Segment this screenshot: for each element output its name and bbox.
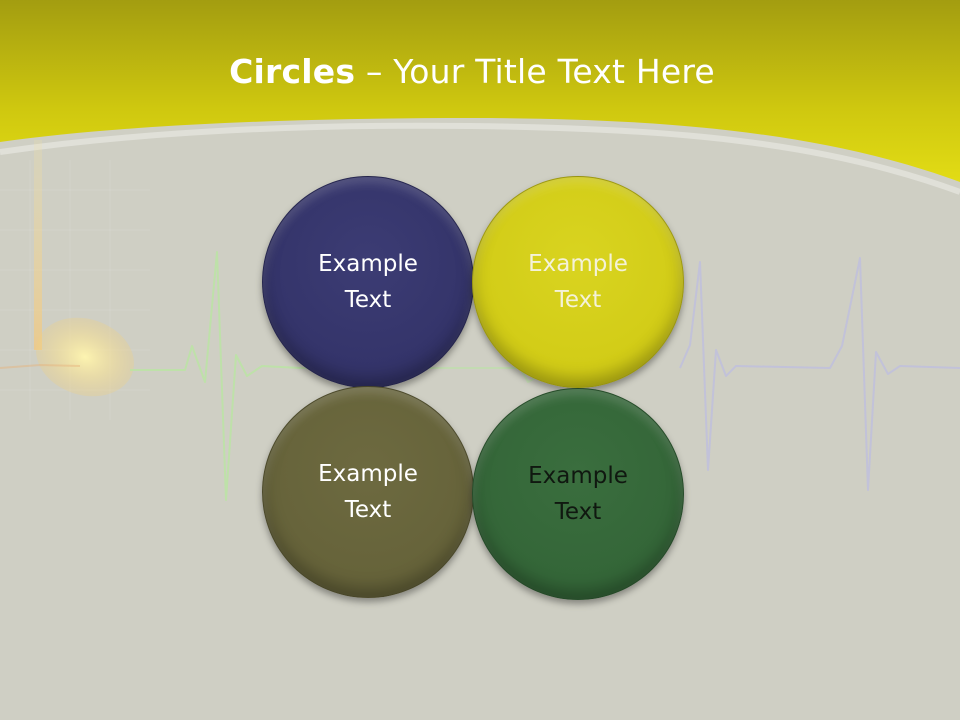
title-rest: – Your Title Text Here	[355, 52, 715, 91]
header-band	[0, 0, 960, 182]
circle-text: Example Text	[528, 251, 628, 313]
circle-top-right[interactable]: Example Text	[472, 176, 684, 388]
header-band-highlight	[0, 122, 960, 195]
circle-text: Example Text	[318, 461, 418, 523]
circle-bottom-left[interactable]: Example Text	[262, 386, 474, 598]
circle-top-left[interactable]: Example Text	[262, 176, 474, 388]
note-head	[36, 317, 134, 397]
circle-text: Example Text	[318, 251, 418, 313]
note-stem	[34, 140, 42, 350]
slide-title: Circles – Your Title Text Here	[0, 52, 944, 91]
circle-bottom-right[interactable]: Example Text	[472, 388, 684, 600]
title-bold: Circles	[229, 52, 356, 91]
circle-text: Example Text	[528, 463, 628, 525]
